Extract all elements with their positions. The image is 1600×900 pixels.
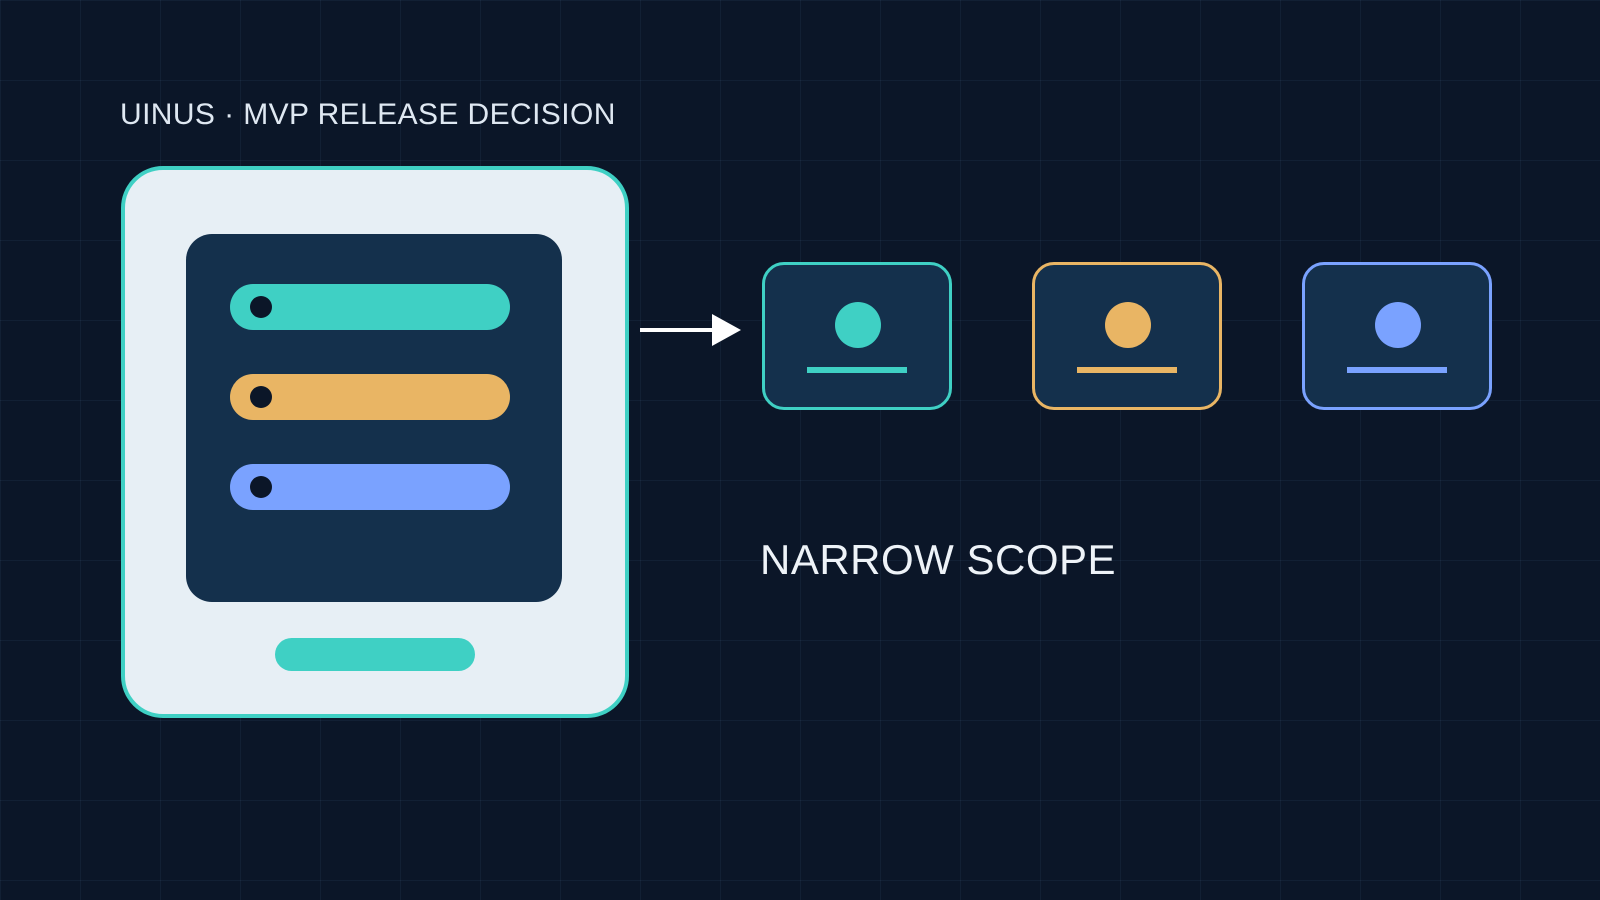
user-card-1 bbox=[762, 262, 952, 410]
option-bullet-icon bbox=[250, 476, 272, 498]
user-card-3 bbox=[1302, 262, 1492, 410]
user-name-line bbox=[1347, 367, 1447, 373]
user-icon bbox=[1105, 302, 1151, 348]
page-title: UINUS · MVP RELEASE DECISION bbox=[120, 98, 616, 131]
option-bar-1 bbox=[230, 284, 510, 330]
device-action-button bbox=[275, 638, 475, 671]
option-bar-2 bbox=[230, 374, 510, 420]
user-card-2 bbox=[1032, 262, 1222, 410]
option-bullet-icon bbox=[250, 296, 272, 318]
option-bullet-icon bbox=[250, 386, 272, 408]
option-bar-3 bbox=[230, 464, 510, 510]
user-icon bbox=[835, 302, 881, 348]
user-icon bbox=[1375, 302, 1421, 348]
user-name-line bbox=[807, 367, 907, 373]
arrow-right-icon bbox=[640, 328, 718, 332]
scope-caption: NARROW SCOPE bbox=[760, 536, 1117, 583]
user-name-line bbox=[1077, 367, 1177, 373]
arrow-head-icon bbox=[712, 314, 741, 346]
